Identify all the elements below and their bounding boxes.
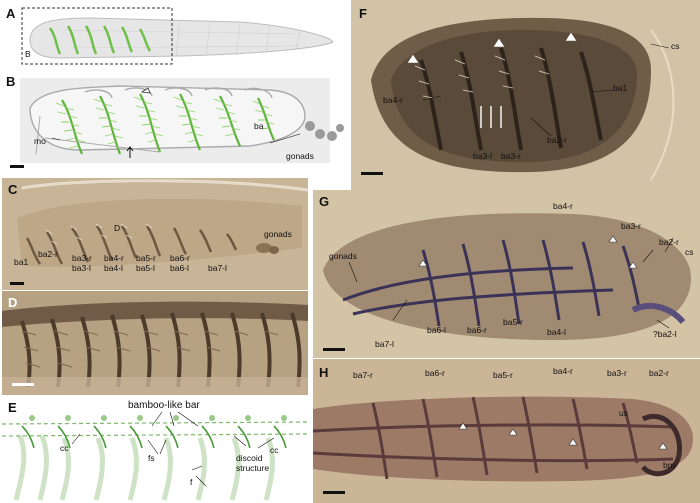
label-ba3l-c: ba3-l [72,263,91,273]
label-ba6l-g: ba6-l [427,325,446,335]
panel-h: H ba7-r ba6-r ba5-r ba4-r ba3-r ba2-r us… [313,359,700,503]
label-ba4r-c: ba4-r [104,253,124,263]
panel-b: B mo ba gonads [0,68,350,178]
label-d-box: D [114,223,121,233]
panel-d: D [2,291,308,395]
label-ba6r-c: ba6-r [170,253,190,263]
label-ba6r-h: ba6-r [425,368,445,378]
label-ba5r-g: ba5-r [503,317,523,327]
panel-e-label: E [8,400,17,415]
label-gonads: gonads [286,151,314,161]
label-ba6r-g: ba6-r [467,325,487,335]
scale-bar-h [323,491,345,494]
panel-d-label: D [8,295,18,310]
label-ba4l-g: ba4-l [547,327,566,337]
label-ba1-f: ba1 [613,83,628,93]
panel-a-diagram [21,7,334,65]
label-ba2r-h: ba2-r [649,368,669,378]
label-ba1-c: ba1 [14,257,29,267]
scale-bar-b [10,165,24,168]
label-cs-f: cs [671,41,680,51]
panel-g-fossil [313,190,700,358]
label-ba4l-c: ba4-l [104,263,123,273]
label-ba2r-g: ba2-r [659,237,679,247]
label-ba7l-c: ba7-l [208,263,227,273]
label-fs: fs [148,453,155,463]
label-ba4r-h: ba4-r [553,366,573,376]
panel-h-fossil [313,359,700,503]
panel-a: A B [0,0,340,68]
panel-g: G ba4-r ba3-r ba2-r cs gonads ba7-l ba6-… [313,190,700,358]
label-bm-h: bm [663,460,675,470]
label-ba: ba [254,121,264,131]
label-cc-left: cc [60,443,69,453]
panel-h-label: H [319,365,329,380]
label-structure: structure [236,463,270,473]
panel-b-label: B [6,74,16,89]
scale-bar-g [323,348,345,351]
label-ba5r-h: ba5-r [493,370,513,380]
label-cc-right: cc [270,445,279,455]
panel-g-label: G [319,194,330,209]
label-ba2l-g: ?ba2-l [653,329,677,339]
label-ba7r-h: ba7-r [353,370,373,380]
label-ba7l-g: ba7-l [375,339,394,349]
label-ba2r-c: ba2-r [38,249,58,259]
panel-e: E bamboo-like bar cc cc fs discoid struc… [2,396,308,503]
label-f: f [190,477,193,487]
label-ba5r-c: ba5-r [136,253,156,263]
scale-bar-d [12,383,34,386]
label-ba3r-f: ba3-r [501,151,521,161]
panel-f-fossil [351,0,700,190]
label-ba3r-c: ba3-r [72,253,92,263]
label-discoid: discoid [236,453,263,463]
panel-f-label: F [359,6,367,21]
panel-e-diagram [2,411,308,501]
scale-bar-c [10,282,24,285]
scale-bar-f [361,172,383,175]
panel-c: C D gonads ba1 ba2-r ba3-r ba3-l ba4-r b… [2,178,308,290]
label-bamboo-like-bar: bamboo-like bar [128,400,200,411]
label-mo: mo [34,136,46,146]
label-ba4r-f: ba4-r [383,95,403,105]
label-ba4r-g: ba4-r [553,201,573,211]
label-ba6l-c: ba6-l [170,263,189,273]
label-ba5l-c: ba5-l [136,263,155,273]
label-ba3l-f: ba3-l [473,151,492,161]
panel-f: F cs ba4-r ba1 ba2-r ba3-l ba3-r [351,0,700,190]
label-gonads-c: gonads [264,229,292,239]
panel-a-label: A [6,6,16,21]
label-cs-g: cs [685,247,694,257]
inset-box [21,7,173,65]
panel-c-label: C [8,182,18,197]
label-ba2r-f: ba2-r [547,135,567,145]
label-ba3r-h: ba3-r [607,368,627,378]
panel-b-diagram [20,78,344,163]
label-gonads-g: gonads [329,251,357,261]
panel-d-fossil [2,291,308,395]
label-us-h: us [619,408,628,418]
inset-label-b: B [25,49,31,59]
panel-c-fossil [2,178,308,290]
label-ba3r-g: ba3-r [621,221,641,231]
